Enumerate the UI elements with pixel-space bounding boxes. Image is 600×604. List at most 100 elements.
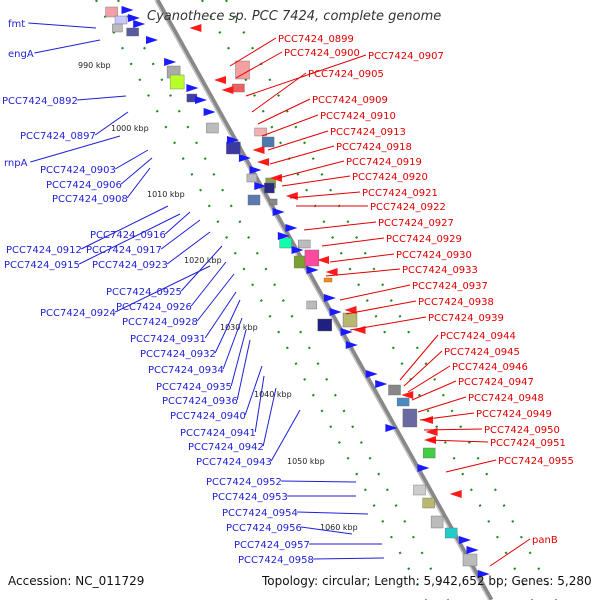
left-label-leader — [114, 149, 149, 170]
reverse-gene-arrow — [257, 158, 270, 166]
gene-block — [413, 484, 426, 496]
reverse-gene-arrow — [252, 146, 265, 154]
gene-block — [306, 300, 317, 310]
gene-label-left: PCC7424_0892 — [2, 96, 78, 107]
gene-block — [232, 83, 245, 93]
gene-label-left: PCC7424_0952 — [206, 477, 282, 488]
right-label-leader — [251, 72, 307, 113]
gene-label-left: PCC7424_0903 — [40, 165, 116, 176]
left-label-leader — [190, 261, 227, 307]
left-label-leader — [28, 22, 97, 29]
tick-rail — [117, 0, 449, 601]
forward-gene-arrow — [375, 380, 388, 388]
left-label-leader — [244, 365, 263, 416]
gene-label-left: PCC7424_0917 — [86, 245, 162, 256]
kbp-label: 1050 kbp — [287, 457, 325, 466]
left-label-leader — [164, 211, 191, 235]
right-label-leader — [417, 396, 467, 413]
reverse-gene-arrow — [344, 306, 357, 314]
left-label-leader — [204, 291, 237, 339]
forward-gene-arrow — [291, 246, 304, 254]
gene-label-left: PCC7424_0935 — [156, 382, 232, 393]
gene-block — [402, 408, 418, 428]
gene-label-right: PCC7424_0930 — [396, 250, 472, 261]
left-label-leader — [301, 526, 353, 535]
gene-label-right: PCC7424_0950 — [484, 425, 560, 436]
gene-block — [206, 122, 219, 134]
gene-block — [317, 318, 332, 332]
gene-block — [246, 173, 258, 183]
left-label-leader — [166, 231, 211, 265]
gene-label-left: PCC7424_0915 — [4, 260, 80, 271]
right-label-leader — [257, 98, 311, 125]
gene-label-right: PCC7424_0949 — [476, 409, 552, 420]
left-label-leader — [222, 317, 243, 370]
gene-block — [247, 194, 261, 206]
gene-label-right: PCC7424_0900 — [284, 48, 360, 59]
right-label-leader — [261, 114, 319, 137]
right-label-leader — [229, 37, 277, 67]
gene-block — [462, 553, 478, 567]
gene-label-right: PCC7424_0920 — [352, 172, 428, 183]
gene-label-right: PCC7424_0921 — [362, 188, 438, 199]
gene-label-right: PCC7424_0907 — [368, 51, 444, 62]
forward-gene-arrow — [285, 224, 298, 232]
gene-label-right: PCC7424_0951 — [490, 438, 566, 449]
forward-gene-arrow — [306, 266, 319, 274]
right-label-leader — [445, 459, 497, 473]
gene-label-right: PCC7424_0955 — [498, 456, 574, 467]
gene-label-right: PCC7424_0899 — [278, 34, 354, 45]
reverse-gene-arrow — [401, 391, 414, 399]
gene-label-left: PCC7424_0925 — [106, 287, 182, 298]
gene-label-right: PCC7424_0933 — [402, 265, 478, 276]
gene-block — [112, 23, 123, 33]
left-label-leader — [262, 387, 277, 447]
reverse-gene-arrow — [421, 416, 433, 424]
left-label-leader — [270, 409, 301, 462]
reverse-gene-arrow — [325, 268, 338, 276]
left-label-leader — [180, 245, 223, 292]
reverse-gene-arrow — [189, 24, 202, 32]
gene-label-right: PCC7424_0905 — [308, 69, 384, 80]
gene-block — [105, 6, 118, 18]
gene-label-left: rnpA — [4, 158, 28, 169]
gene-label-left: PCC7424_0936 — [162, 396, 238, 407]
gene-label-right: PCC7424_0922 — [370, 202, 446, 213]
kbp-label: 1010 kbp — [147, 190, 185, 199]
gene-label-right: PCC7424_0910 — [320, 111, 396, 122]
forward-gene-arrow — [254, 182, 267, 190]
gene-block — [396, 397, 410, 407]
gene-label-left: PCC7424_0926 — [116, 302, 192, 313]
gene-label-right: PCC7424_0944 — [440, 331, 516, 342]
gene-label-left: PCC7424_0934 — [148, 365, 224, 376]
gene-label-left: PCC7424_0943 — [196, 457, 272, 468]
forward-gene-arrow — [272, 208, 285, 216]
left-label-leader — [214, 299, 241, 354]
right-label-leader — [399, 334, 439, 381]
gene-label-left: PCC7424_0906 — [46, 180, 122, 191]
forward-gene-arrow — [195, 96, 207, 104]
gene-label-left: PCC7424_0957 — [234, 540, 310, 551]
gene-block — [422, 497, 435, 509]
forward-gene-arrow — [238, 154, 251, 162]
gene-label-right: PCC7424_0948 — [468, 393, 544, 404]
reverse-gene-arrow — [214, 76, 226, 84]
gene-label-left: PCC7424_0954 — [222, 508, 298, 519]
forward-gene-arrow — [477, 570, 490, 578]
gene-label-right: PCC7424_0918 — [336, 142, 412, 153]
right-label-leader — [349, 316, 427, 331]
right-label-leader — [403, 350, 443, 387]
gene-label-left: engA — [8, 49, 34, 60]
accession-text: Accession: NC_011729 — [8, 574, 145, 588]
gene-label-right: PCC7424_0947 — [458, 377, 534, 388]
reverse-gene-arrow — [317, 256, 329, 264]
gene-label-left: PCC7424_0953 — [212, 492, 288, 503]
forward-gene-arrow — [459, 536, 471, 544]
gene-label-left: PCC7424_0932 — [140, 349, 216, 360]
left-label-leader — [254, 375, 265, 433]
left-label-leader — [230, 329, 247, 387]
map-title: Cyanothece sp. PCC 7424, complete genome — [147, 9, 442, 24]
right-label-leader — [269, 145, 335, 165]
